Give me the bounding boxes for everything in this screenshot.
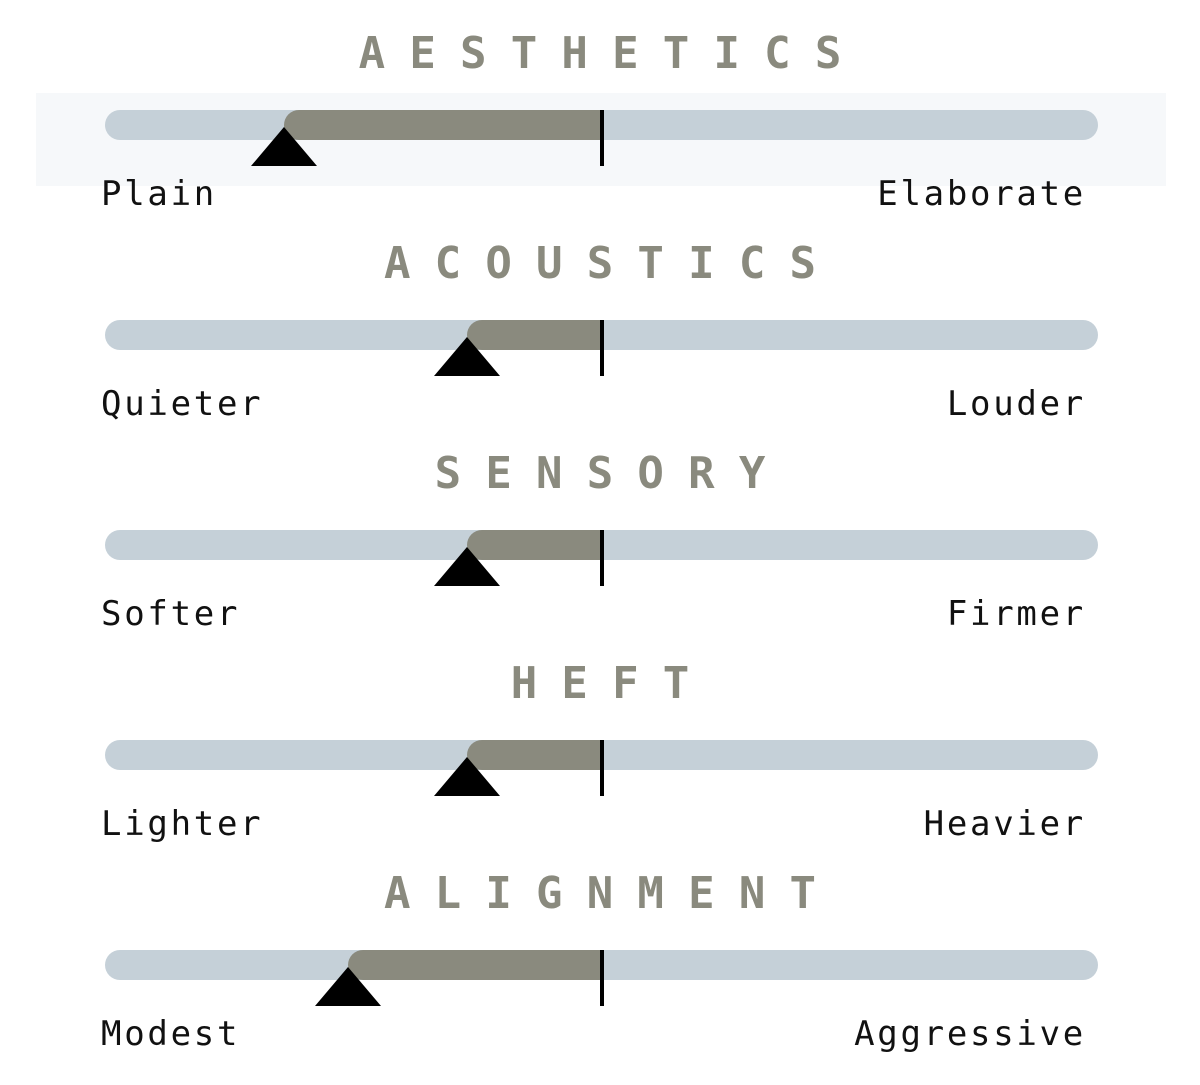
slider-min-label: Quieter: [101, 384, 264, 424]
section-title: SENSORY: [434, 448, 790, 499]
slider-section-alignment: ALIGNMENT Modest Aggressive: [0, 840, 1200, 1054]
sensory-slider[interactable]: [105, 530, 1098, 586]
slider-min-label: Softer: [101, 594, 241, 634]
center-marker: [600, 530, 604, 586]
center-marker: [600, 320, 604, 376]
center-marker: [600, 740, 604, 796]
heft-slider[interactable]: [105, 740, 1098, 796]
section-title: ACOUSTICS: [383, 238, 841, 289]
slider-max-label: Firmer: [946, 594, 1086, 634]
slider-thumb-triangle-icon[interactable]: [434, 757, 500, 796]
slider-fill: [284, 110, 602, 140]
slider-min-label: Modest: [101, 1014, 241, 1054]
slider-section-heft: HEFT Lighter Heavier: [0, 630, 1200, 844]
slider-thumb-triangle-icon[interactable]: [315, 967, 381, 1006]
slider-thumb-triangle-icon[interactable]: [434, 547, 500, 586]
slider-section-acoustics: ACOUSTICS Quieter Louder: [0, 210, 1200, 424]
slider-min-label: Plain: [101, 174, 217, 214]
slider-fill: [348, 950, 602, 980]
slider-section-aesthetics: AESTHETICS Plain Elaborate: [0, 0, 1200, 214]
slider-max-label: Elaborate: [877, 174, 1086, 214]
slider-section-sensory: SENSORY Softer Firmer: [0, 420, 1200, 634]
aesthetics-slider[interactable]: [105, 110, 1098, 166]
alignment-slider[interactable]: [105, 950, 1098, 1006]
section-title: HEFT: [510, 658, 714, 709]
slider-max-label: Louder: [946, 384, 1086, 424]
slider-min-label: Lighter: [101, 804, 264, 844]
section-title: ALIGNMENT: [383, 868, 841, 919]
center-marker: [600, 110, 604, 166]
slider-max-label: Heavier: [923, 804, 1086, 844]
slider-thumb-triangle-icon[interactable]: [434, 337, 500, 376]
center-marker: [600, 950, 604, 1006]
section-title: AESTHETICS: [358, 28, 866, 79]
acoustics-slider[interactable]: [105, 320, 1098, 376]
slider-thumb-triangle-icon[interactable]: [251, 127, 317, 166]
slider-max-label: Aggressive: [854, 1014, 1086, 1054]
